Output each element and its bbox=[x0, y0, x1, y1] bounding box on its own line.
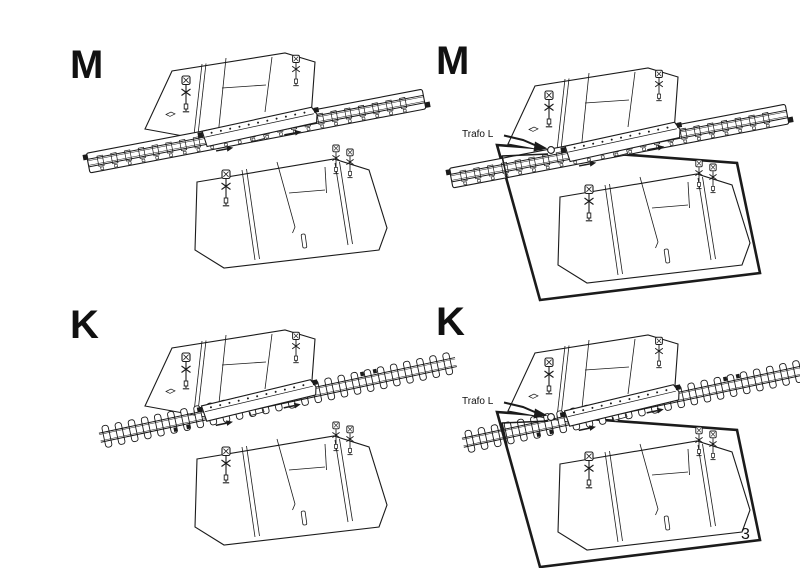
m-crossing-illustration bbox=[82, 53, 432, 268]
panel-label-m-2: M bbox=[436, 39, 469, 83]
trafo-l-label: Trafo L bbox=[462, 129, 494, 140]
panel-label-k-2: K bbox=[436, 300, 465, 344]
k-crossing-illustration bbox=[97, 330, 459, 545]
panel-label-m-1: M bbox=[70, 43, 103, 87]
panel-k-plain bbox=[97, 330, 459, 545]
trafo-l-label: Trafo L bbox=[462, 396, 494, 407]
page-number: 3 bbox=[741, 526, 750, 543]
panel-k-baseplate: Trafo L bbox=[460, 335, 800, 568]
panel-label-k-1: K bbox=[70, 303, 99, 347]
panel-m-baseplate: Trafo L bbox=[445, 68, 795, 302]
panel-m-plain bbox=[82, 53, 432, 268]
